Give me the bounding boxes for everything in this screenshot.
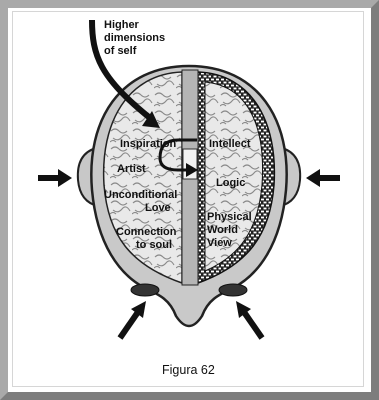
right-eye-arrow xyxy=(236,301,265,340)
loop-arrow xyxy=(158,138,198,177)
left-hemisphere xyxy=(102,71,183,285)
annotation-line-2: dimensions xyxy=(104,32,165,44)
figure-caption: Figura 62 xyxy=(162,363,215,377)
label-view: View xyxy=(207,237,232,249)
label-to-soul: to soul xyxy=(136,239,172,251)
right-ear-arrow xyxy=(306,169,340,187)
annotation-line-1: Higher xyxy=(104,19,140,31)
label-unconditional: Unconditional xyxy=(104,189,177,201)
label-world: World xyxy=(207,224,238,236)
label-inspiration: Inspiration xyxy=(120,138,177,150)
label-intellect: Intellect xyxy=(209,138,251,150)
label-love: Love xyxy=(145,202,171,214)
left-ear-arrow xyxy=(38,169,72,187)
label-connection: Connection xyxy=(116,226,177,238)
label-artist: Artist xyxy=(117,163,146,175)
right-hemisphere xyxy=(197,71,276,285)
higher-dimensions-arrow xyxy=(89,19,160,128)
label-logic: Logic xyxy=(216,177,245,189)
left-eye-arrow xyxy=(117,301,146,340)
label-physical: Physical xyxy=(207,211,252,223)
annotation-line-3: of self xyxy=(104,45,137,57)
